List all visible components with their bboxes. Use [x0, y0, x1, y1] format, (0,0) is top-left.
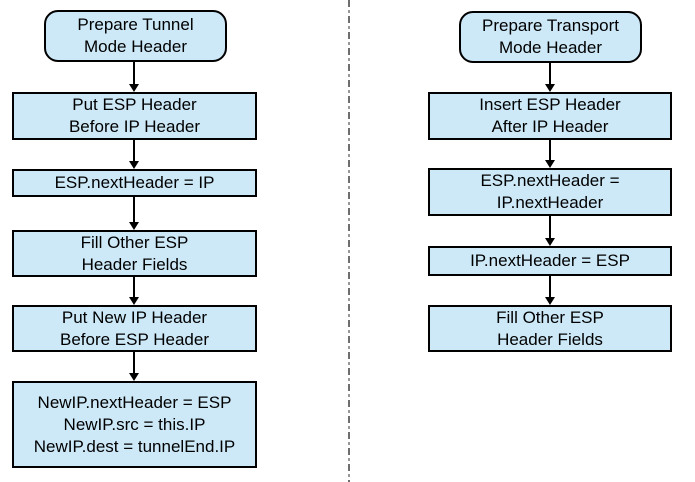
- flow-arrow: [128, 62, 140, 92]
- flow-arrow: [128, 140, 140, 169]
- flow-arrow: [544, 276, 556, 305]
- tunnel-step-put-esp-header-box: Put ESP Header Before IP Header: [12, 92, 257, 140]
- tunnel-step-fill-esp-fields-box: Fill Other ESP Header Fields: [12, 230, 257, 277]
- transport-step-insert-esp-header-box: Insert ESP Header After IP Header: [428, 92, 672, 140]
- flow-arrow: [128, 352, 140, 381]
- tunnel-step-put-new-ip-header-box: Put New IP Header Before ESP Header: [12, 305, 257, 352]
- flow-arrow: [544, 140, 556, 168]
- tunnel-step-esp-nextheader-box: ESP.nextHeader = IP: [12, 169, 257, 197]
- flow-arrow: [544, 63, 556, 92]
- tunnel-start-box: Prepare Tunnel Mode Header: [44, 10, 227, 62]
- mode-divider-line: [348, 0, 350, 482]
- transport-start-box: Prepare Transport Mode Header: [459, 11, 642, 63]
- transport-step-fill-esp-fields-box: Fill Other ESP Header Fields: [428, 305, 672, 352]
- tunnel-step-newip-fields-box: NewIP.nextHeader = ESP NewIP.src = this.…: [12, 381, 257, 468]
- transport-step-ip-nextheader-box: IP.nextHeader = ESP: [428, 246, 672, 276]
- transport-step-esp-nextheader-box: ESP.nextHeader = IP.nextHeader: [428, 168, 672, 216]
- flow-arrow: [128, 197, 140, 230]
- flow-arrow: [128, 277, 140, 305]
- flow-arrow: [544, 216, 556, 246]
